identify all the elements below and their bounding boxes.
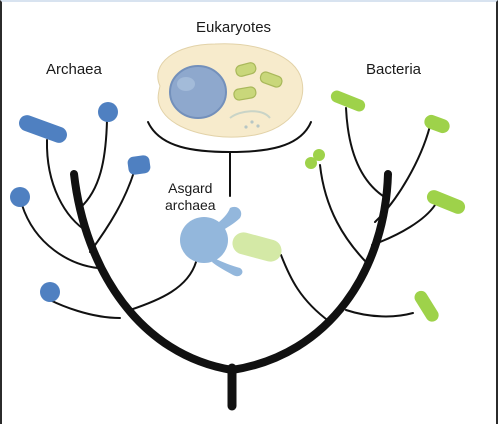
archaea-cells bbox=[10, 102, 151, 302]
bacteria-rod-cell bbox=[414, 290, 439, 322]
archaea-cocci-cell bbox=[40, 282, 60, 302]
bacteria-cells bbox=[305, 90, 466, 322]
nucleus bbox=[169, 65, 227, 119]
mitochondria bbox=[233, 62, 283, 101]
bacteria-rod-cell bbox=[424, 114, 450, 134]
trunk bbox=[70, 170, 392, 411]
bacteria-limb bbox=[228, 170, 392, 374]
archaea-cocci-cell bbox=[10, 187, 30, 207]
bacteria-label: Bacteria bbox=[366, 61, 422, 78]
eukaryotes-label: Eukaryotes bbox=[196, 19, 272, 36]
archaea-cocci-cell bbox=[98, 102, 118, 122]
archaea-label: Archaea bbox=[46, 61, 102, 78]
bacteria-diplococcus-cell bbox=[305, 157, 317, 169]
asgard-archaea-label: Asgard archaea bbox=[165, 180, 216, 214]
archaea-limb bbox=[70, 170, 236, 374]
archaea-square-cell bbox=[127, 155, 151, 175]
archaea-branches bbox=[21, 119, 197, 319]
eukaryote-branch bbox=[147, 121, 312, 197]
bacteria-branches bbox=[280, 107, 436, 323]
bacteria-rod-cell bbox=[426, 190, 466, 214]
eukaryote-cell bbox=[157, 43, 304, 138]
asgard-associated-bacterium bbox=[232, 232, 282, 262]
bacteria-diplococcus-cell bbox=[313, 149, 325, 161]
archaea-rod-cell bbox=[19, 115, 67, 143]
bacteria-rod-cell bbox=[330, 90, 366, 112]
asgard-label-line1: Asgard bbox=[168, 180, 213, 196]
asgard-archaea-cell bbox=[180, 206, 243, 277]
asgard-label-line2: archaea bbox=[165, 197, 216, 213]
